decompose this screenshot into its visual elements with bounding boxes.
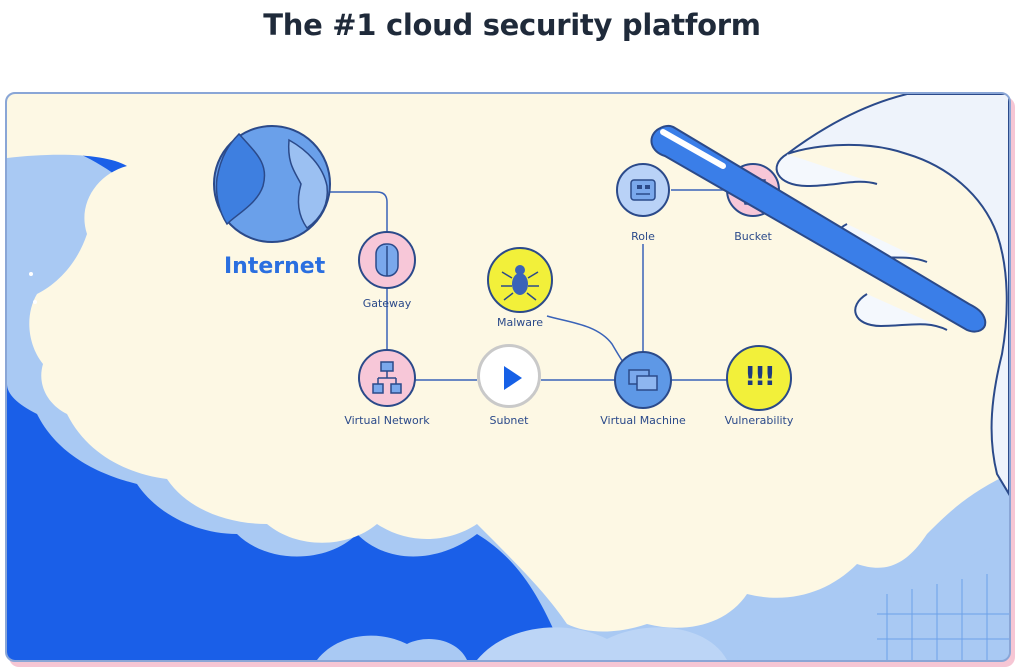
- node-label-bucket: Bucket: [734, 230, 772, 243]
- node-label-malware: Malware: [496, 316, 544, 329]
- node-label-virtual-network: Virtual Network: [344, 414, 430, 427]
- node-label-subnet: Subnet: [489, 414, 529, 427]
- video-player[interactable]: Internet Gateway Virtual Network Subnet …: [5, 92, 1011, 662]
- vulnerability-icon: !!!: [744, 362, 776, 392]
- internet-label: Internet: [224, 254, 326, 279]
- node-label-vulnerability: Vulnerability: [724, 414, 794, 427]
- node-label-role: Role: [631, 230, 655, 243]
- play-button[interactable]: [477, 344, 541, 408]
- node-label-virtual-machine: Virtual Machine: [600, 414, 686, 427]
- page-title: The #1 cloud security platform: [263, 8, 761, 42]
- node-label-gateway: Gateway: [362, 297, 412, 310]
- play-icon: [504, 366, 522, 390]
